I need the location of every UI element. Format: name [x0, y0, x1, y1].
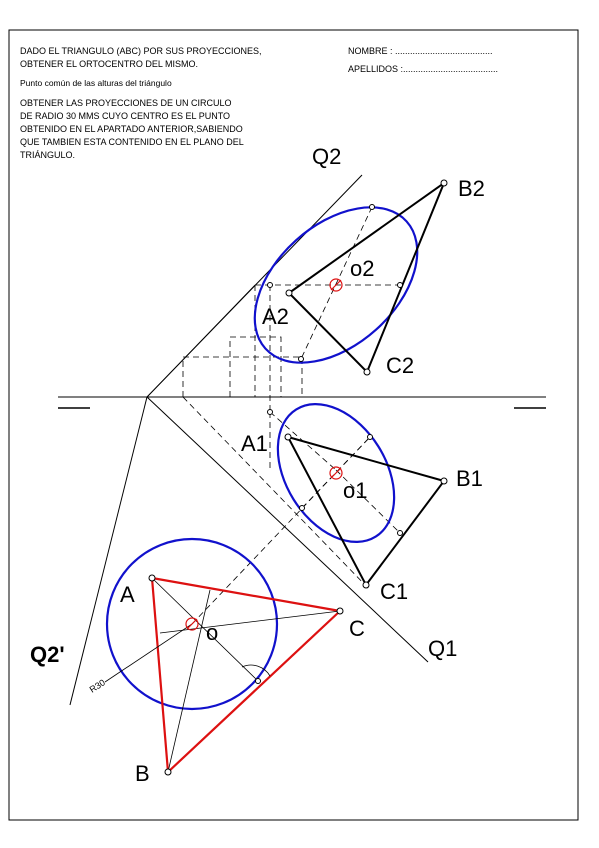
task-line: OBTENER LAS PROYECCIONES DE UN CIRCULO [20, 98, 232, 108]
label-q2-prime: Q2' [30, 642, 65, 667]
circle-true-size [105, 537, 279, 711]
label-c: C [349, 616, 365, 641]
label-o: o [206, 620, 218, 645]
name-field: NOMBRE : ...............................… [348, 46, 493, 56]
orthocenter-marker-true-size [185, 617, 199, 631]
triangle-true-size [150, 576, 343, 775]
circle-projection-vertical [253, 206, 419, 364]
surname-field: APELLIDOS :.............................… [348, 64, 499, 74]
label-a1: A1 [241, 431, 268, 456]
label-o1: o1 [343, 478, 367, 503]
trace-q1 [146, 396, 429, 663]
label-q2: Q2 [312, 144, 341, 169]
student-info: NOMBRE : ...............................… [348, 45, 498, 76]
label-a2: A2 [262, 304, 289, 329]
trace-q2-prime [69, 396, 148, 706]
label-b1: B1 [456, 466, 483, 491]
altitudes-true-size [104, 577, 341, 773]
orthocenter-marker-vertical [329, 278, 343, 292]
points-horizontal [267, 409, 448, 589]
problem-line: DADO EL TRIANGULO (ABC) POR SUS PROYECCI… [20, 46, 262, 56]
triangle-projection-vertical [287, 180, 447, 374]
task-line: TRIÁNGULO. [20, 150, 76, 160]
label-c1: C1 [380, 579, 408, 604]
helper-line-a [146, 284, 256, 398]
label-q1: Q1 [428, 636, 457, 661]
task-line: QUE TAMBIEN ESTA CONTENIDO EN EL PLANO D… [20, 137, 244, 147]
label-o2: o2 [350, 256, 374, 281]
label-b2: B2 [458, 176, 485, 201]
points-vertical [267, 179, 448, 376]
task-line: DE RADIO 30 MMS CUYO CENTRO ES EL PUNTO [20, 111, 231, 121]
label-a: A [120, 582, 135, 607]
task-line: OBTENIDO EN EL APARTADO ANTERIOR,SABIEND… [20, 124, 243, 134]
problem-line: OBTENER EL ORTOCENTRO DEL MISMO. [20, 59, 199, 69]
points-true-size [148, 574, 344, 776]
label-radius: R30 [88, 677, 107, 694]
circle-projection-horizontal [276, 402, 396, 544]
task-statement: OBTENER LAS PROYECCIONES DE UN CIRCULO D… [20, 97, 244, 162]
sheet-border [8, 29, 579, 821]
label-c2: C2 [386, 353, 414, 378]
problem-statement: DADO EL TRIANGULO (ABC) POR SUS PROYECCI… [20, 45, 262, 71]
hint-text: Punto común de las alturas del triángulo [20, 78, 172, 88]
triangle-projection-horizontal [286, 435, 446, 587]
label-b: B [135, 761, 150, 786]
orthocenter-marker-horizontal [329, 466, 343, 480]
